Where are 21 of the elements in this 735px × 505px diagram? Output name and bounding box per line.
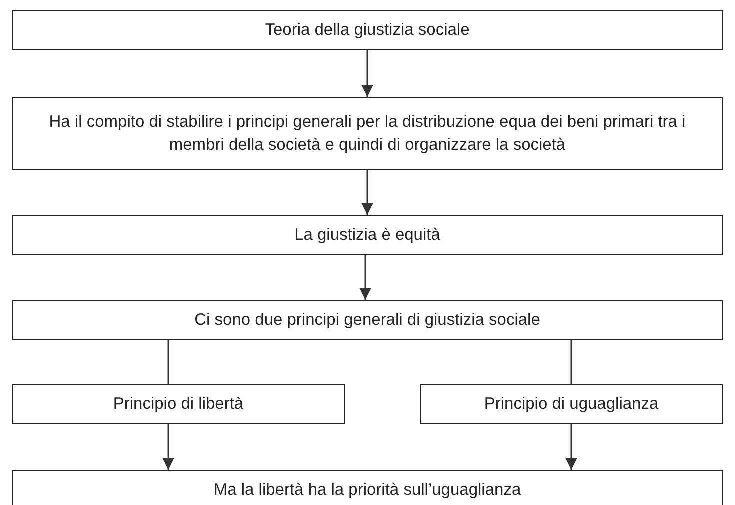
box-text: Principio di uguaglianza: [484, 394, 659, 415]
arrow: [362, 50, 374, 97]
process-box: [12, 470, 723, 505]
process-box: [12, 10, 723, 50]
arrow: [362, 170, 374, 215]
box-text: La giustizia è equità: [294, 224, 440, 246]
process-box: [12, 97, 723, 170]
process-box: [12, 300, 723, 340]
process-box: [12, 215, 723, 255]
process-box: [420, 384, 723, 424]
connector-line: [570, 340, 572, 384]
box-text: Ma la libertà ha la priorità sull’uguaglianza: [214, 480, 522, 502]
process-box: [12, 384, 345, 424]
box-text: Ha il compito di stabilire i principi generali per la distribuzione equa dei beni primari tra i membri della società e quindi di organizzare la società: [48, 112, 687, 156]
arrow: [162, 424, 174, 470]
connector-line: [168, 340, 170, 384]
box-text: Principio di libertà: [113, 394, 244, 415]
arrow: [566, 424, 578, 470]
box-text: Teoria della giustizia sociale: [265, 20, 470, 41]
box-text: Ci sono due principi generali di giustizia sociale: [194, 310, 540, 331]
arrow: [360, 255, 372, 300]
